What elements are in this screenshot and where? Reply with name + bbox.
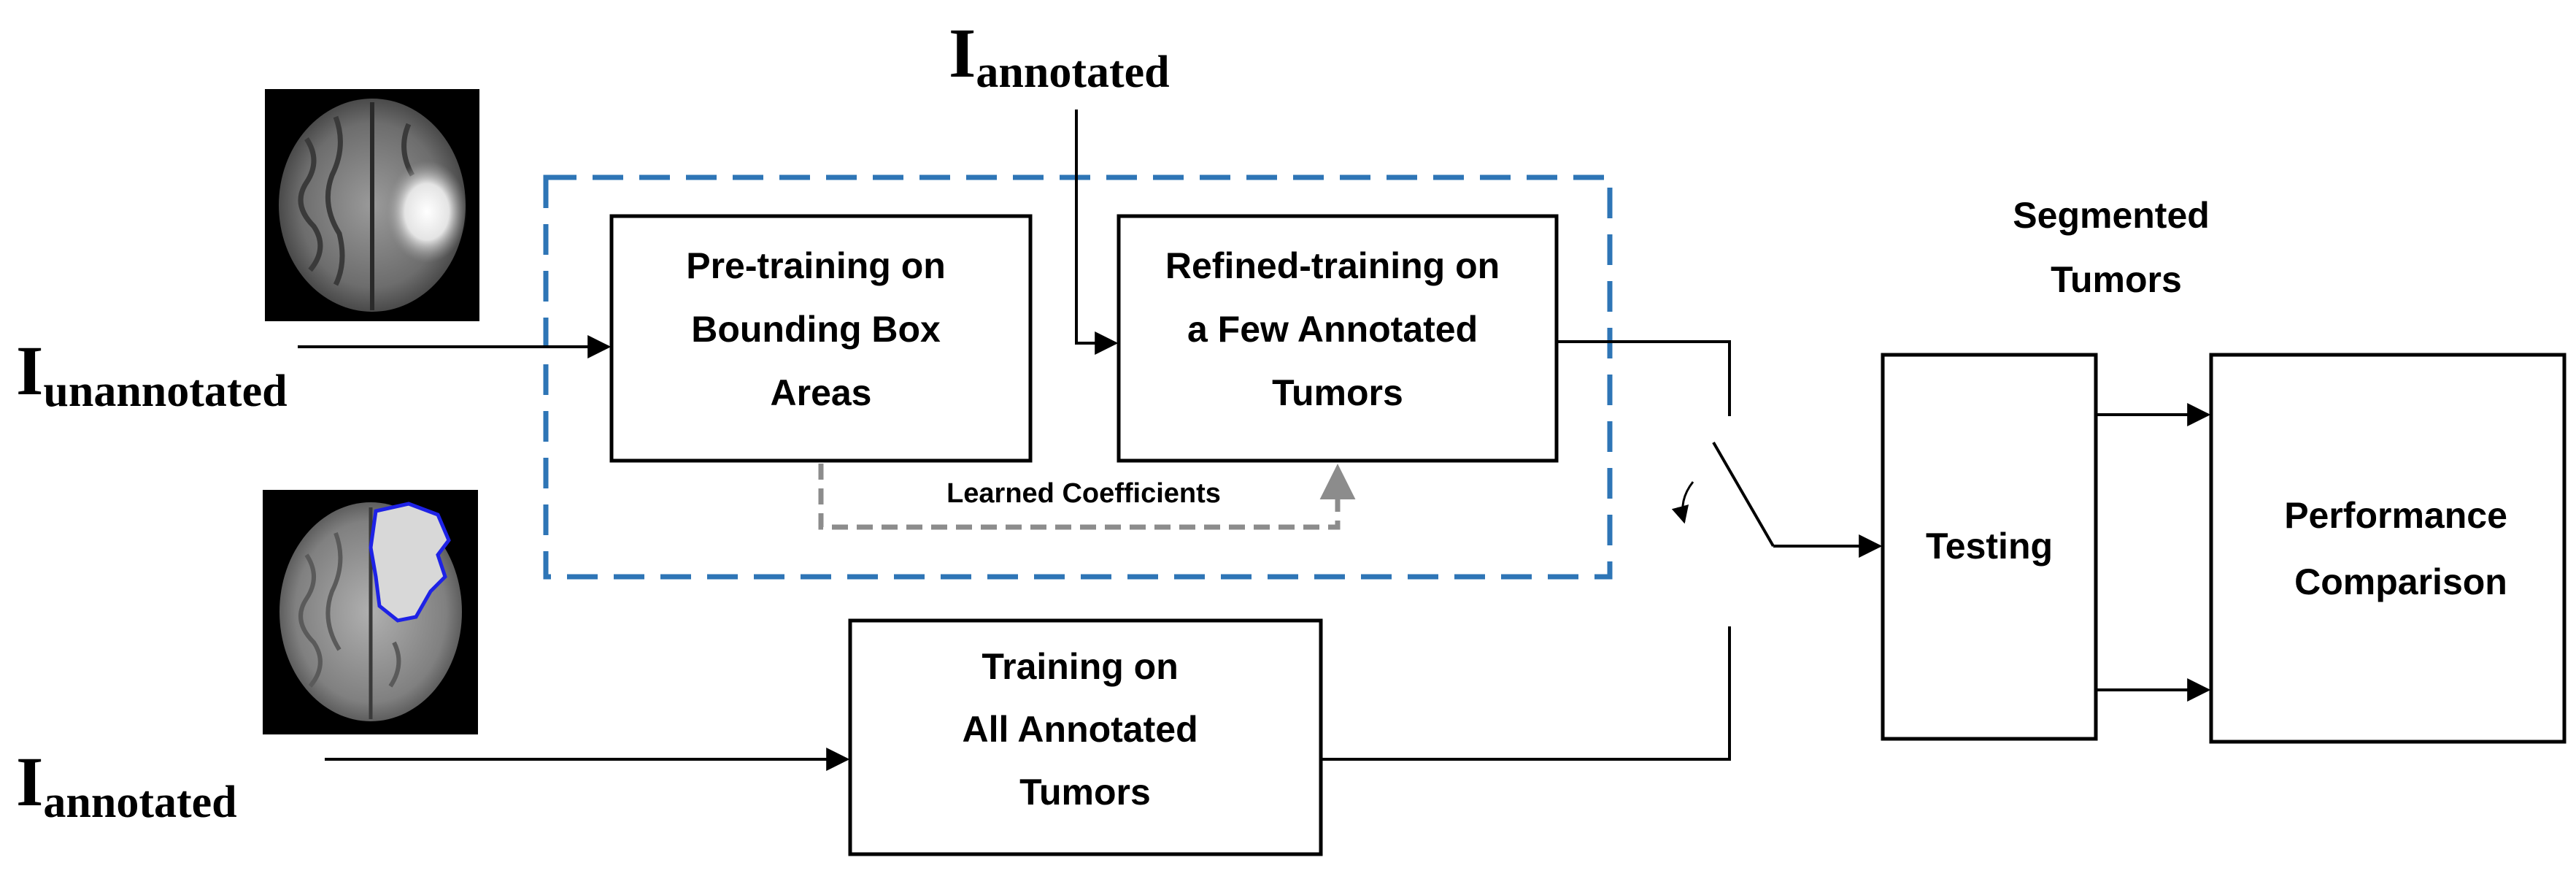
annotated-top-arrow [1075, 110, 1119, 355]
input-annotated-top: Iannotated [949, 14, 1170, 97]
testing-box [1881, 353, 2098, 741]
learned-coefficients-label: Learned Coefficients [946, 478, 1221, 509]
switch-icon [1712, 441, 1775, 548]
full-training-output-line [1321, 626, 1731, 761]
input-annotated-bottom: Iannotated [16, 742, 237, 827]
refined-training-label: Refined-training on a Few Annotated Tumo… [1165, 245, 1510, 413]
full-training-label: Training on All Annotated Tumors [962, 646, 1208, 813]
refined-training-box [1117, 214, 1559, 463]
pretraining-box [609, 214, 1033, 463]
mri-brain-annotated-icon [263, 490, 478, 734]
learned-coefficients-arrow [818, 464, 1356, 530]
input-unannotated: Iunannotated [16, 331, 288, 416]
pretraining-label: Pre-training on Bounding Box Areas [686, 245, 955, 413]
mri-brain-flair-icon [265, 89, 479, 321]
switch-rotation-icon [1671, 481, 1694, 524]
performance-box [2209, 353, 2567, 744]
refined-output-line [1557, 340, 1731, 416]
testing-label: Testing [1926, 526, 2053, 567]
performance-label: Performance Comparison [2284, 495, 2518, 602]
segmented-tumors-label: Segmented Tumors [2013, 195, 2219, 300]
full-training-box [848, 618, 1323, 856]
